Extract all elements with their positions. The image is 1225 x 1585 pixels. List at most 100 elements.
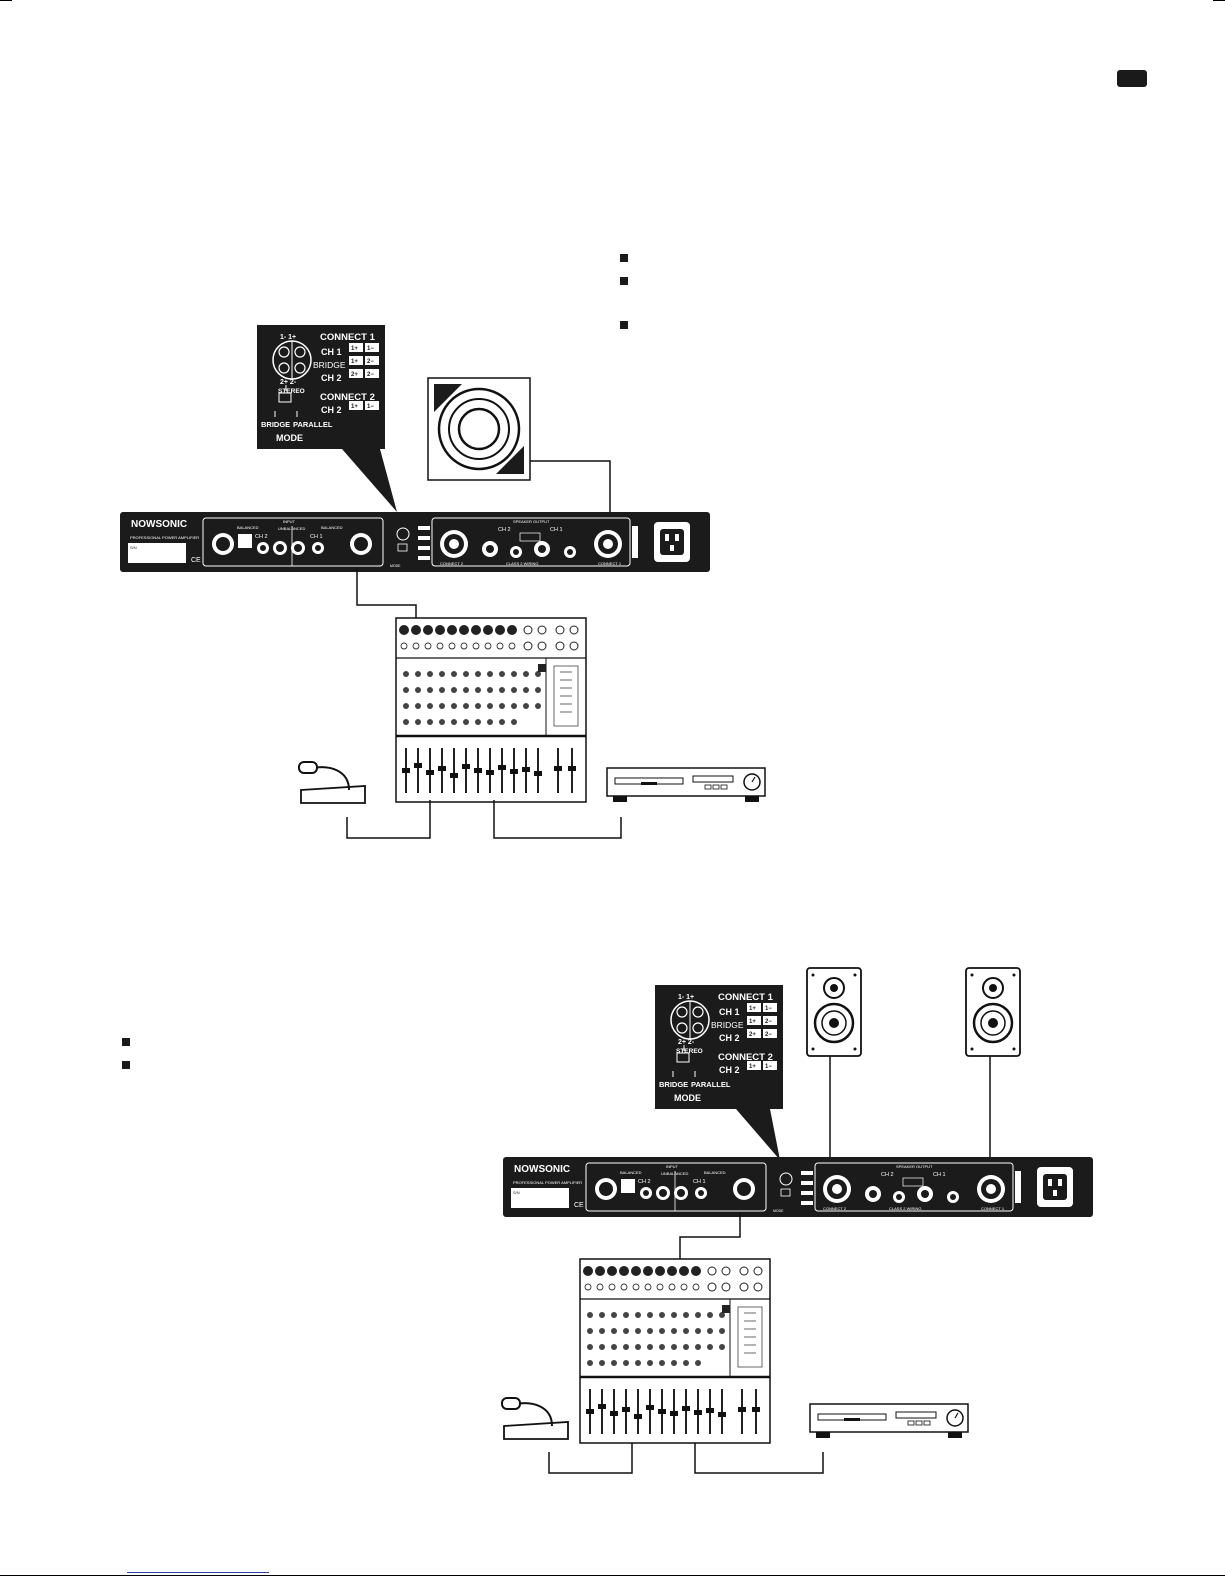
input-cable [356,567,417,618]
microphone-icon [298,761,366,804]
speaker-cable [530,460,611,522]
svg-text:2−: 2− [367,359,374,365]
svg-text:CH 2: CH 2 [881,1172,894,1178]
amp-out-ch1: CH 1 [550,527,563,533]
mode-panel-icon [654,984,784,1160]
svg-text:CH 1: CH 1 [719,1007,740,1017]
svg-text:1−: 1− [367,404,374,410]
svg-text:2+ 2-: 2+ 2- [678,1039,695,1046]
pins-top-label: 1- 1+ [280,334,296,341]
svg-text:2−: 2− [765,1032,772,1038]
mode-panel-pin-tags-bottom: 1+ 1− 1+ 2− 2+ 2− 1+ 1− [749,1006,772,1070]
connect1-label: CONNECT 1 [320,332,376,343]
amp-ch2: CH 2 [255,534,268,540]
svg-text:CONNECT 1: CONNECT 1 [981,1206,1005,1211]
amp-speaker-output: SPEAKER OUTPUT [513,519,550,524]
amp-ce: CE [191,557,201,564]
bullet-icon [122,1061,130,1069]
stereo-label: STEREO [278,388,305,395]
amp-wiring: CLASS 2 WIRING [506,561,538,566]
amp-mode: MODE [390,564,401,568]
language-tab[interactable] [1117,70,1147,87]
bridge-label: BRIDGE [261,420,290,429]
svg-text:UNBALANCED: UNBALANCED [661,1171,688,1176]
mixer-icon [578,1257,772,1445]
row-ch2-label: CH 2 [321,373,342,383]
microphone-icon [501,1397,569,1440]
svg-text:CONNECT 2: CONNECT 2 [718,1052,773,1063]
footer-rule [0,1575,1225,1576]
svg-text:1−: 1− [765,1006,772,1012]
svg-text:BRIDGE: BRIDGE [711,1020,744,1030]
amp-input: INPUT [283,519,296,524]
svg-text:2−: 2− [367,372,374,378]
footer-link-underline[interactable] [127,1572,269,1573]
mic-cable [548,1443,633,1474]
speaker-icon [964,966,1022,1058]
svg-text:BRIDGE: BRIDGE [659,1080,688,1089]
svg-text:CH 2: CH 2 [638,1179,651,1185]
pins-bottom-label: 2+ 2- [280,379,297,386]
amp-sn: S/N [130,545,137,550]
header-rule-left [0,0,12,1]
svg-text:2+: 2+ [351,372,358,378]
header-rule-right [1213,0,1225,1]
row-ch1-label: CH 1 [321,347,342,357]
cd-cable [493,800,622,839]
svg-text:S/N: S/N [513,1190,520,1195]
svg-text:CONNECT 1: CONNECT 1 [718,992,774,1003]
svg-text:1+: 1+ [749,1019,756,1025]
svg-text:STEREO: STEREO [676,1048,703,1055]
svg-text:BALANCED: BALANCED [620,1170,642,1175]
amp-subtitle: PROFESSIONAL POWER AMPLIFIER [130,535,199,540]
svg-text:1+: 1+ [749,1064,756,1070]
svg-text:1- 1+: 1- 1+ [678,994,694,1001]
cd-player-icon [606,767,766,803]
row2-ch2-label: CH 2 [321,405,342,415]
bullet-icon [620,277,628,285]
svg-text:PROFESSIONAL POWER AMPLIFIER: PROFESSIONAL POWER AMPLIFIER [513,1180,582,1185]
mode-panel-labels-top: 1- 1+ 2+ 2- CONNECT 1 CH 1 BRIDGE CH 2 C… [261,332,376,443]
svg-text:CLASS 2 WIRING: CLASS 2 WIRING [889,1206,921,1211]
connect2-label: CONNECT 2 [320,392,375,403]
svg-text:1+: 1+ [351,404,358,410]
svg-text:1+: 1+ [749,1006,756,1012]
bullet-icon [620,254,628,262]
amplifier-icon [502,1156,1094,1218]
svg-text:2−: 2− [765,1019,772,1025]
speaker-icon [805,966,863,1058]
mode-panel-icon [256,324,397,512]
amp-balanced-ch1: BALANCED [321,525,343,530]
row-bridge-label: BRIDGE [313,360,346,370]
amplifier-icon [119,511,711,573]
amplifier-labels-top: NOWSONIC PROFESSIONAL POWER AMPLIFIER S/… [130,519,622,568]
svg-text:1+: 1+ [351,346,358,352]
speaker-icon [427,377,531,481]
mode-label: MODE [276,433,303,443]
svg-text:INPUT: INPUT [666,1164,679,1169]
svg-text:CONNECT 2: CONNECT 2 [823,1206,847,1211]
mode-panel-labels-bottom: 1- 1+ 2+ 2- CONNECT 1 CH 1 BRIDGE CH 2 C… [659,992,774,1103]
svg-text:CH 2: CH 2 [719,1065,740,1075]
svg-text:1−: 1− [367,346,374,352]
svg-text:CH 1: CH 1 [933,1172,946,1178]
bullet-icon [122,1038,130,1046]
svg-text:CH 2: CH 2 [719,1033,740,1043]
amp-unbalanced: UNBALANCED [278,526,305,531]
svg-text:NOWSONIC: NOWSONIC [514,1164,570,1175]
amp-brand: NOWSONIC [131,519,187,530]
mixer-icon [394,616,588,804]
svg-text:CH 1: CH 1 [693,1179,706,1185]
svg-text:MODE: MODE [773,1209,784,1213]
mic-cable [346,800,431,839]
input-cable [679,1212,741,1259]
svg-text:BALANCED: BALANCED [704,1170,726,1175]
amplifier-labels-bottom: NOWSONIC PROFESSIONAL POWER AMPLIFIER S/… [513,1164,1005,1213]
mode-panel-pin-tags-top: 1+ 1− 1+ 2− 2+ 2− 1+ 1− [351,346,374,410]
svg-text:MODE: MODE [674,1093,701,1103]
cd-cable [694,1443,824,1474]
svg-text:SPEAKER OUTPUT: SPEAKER OUTPUT [896,1164,933,1169]
bullet-icon [620,321,628,329]
svg-text:2+: 2+ [749,1032,756,1038]
